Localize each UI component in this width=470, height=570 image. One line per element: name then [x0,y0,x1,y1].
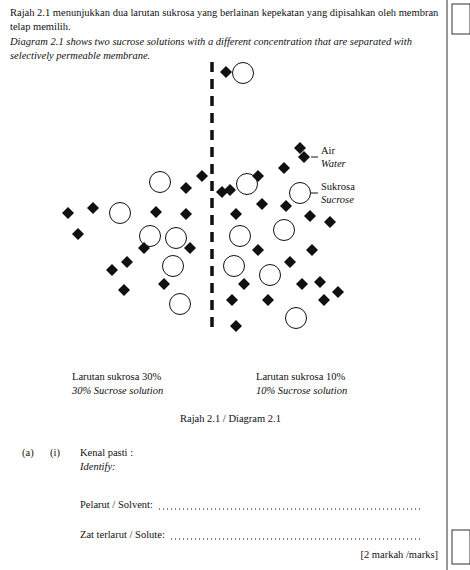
sucrose-circle [170,294,191,315]
water-diamond [256,198,268,210]
water-diamond [87,202,99,214]
water-diamond [72,228,84,240]
question-number: (a) [22,446,34,460]
water-diamond [220,66,232,78]
question-text: Identify: [80,460,116,474]
water-diamond [318,294,330,306]
leader-line [311,157,318,158]
sucrose-circle [233,63,254,84]
sucrose-circle [150,172,171,193]
sucrose-circle [286,308,307,329]
water-diamond [196,170,208,182]
answer-line [159,509,420,510]
water-diamond [298,151,310,163]
sucrose-circle [163,256,184,277]
water-diamond [184,242,196,254]
water-diamond [138,242,150,254]
water-molecules [62,66,344,332]
answer-prompt: Pelarut / Solvent: [80,498,153,512]
sucrose-circle [224,256,245,277]
answer-prompt: Zat terlarut / Solute: [80,528,165,542]
water-diamond [278,162,290,174]
figure-caption: Rajah 2.1 / Diagram 2.1 [180,412,281,426]
sucrose-circle [290,183,311,204]
water-diamond [296,278,308,290]
solution-label: Larutan sukrosa 30% [72,370,161,384]
water-diamond [158,278,170,290]
water-diamond [306,244,318,256]
sucrose-circle [274,220,295,241]
part-label: Sukrosa [321,180,355,194]
sucrose-molecules [110,63,311,329]
solution-label: 30% Sucrose solution [72,384,163,398]
membrane [210,62,214,334]
water-diamond [284,256,296,268]
margin-line [447,0,448,570]
water-diamond [150,206,162,218]
part-label: Sucrose [321,193,354,207]
leader-line [311,193,318,194]
mark-box [452,4,470,34]
intro-text: Diagram 2.1 shows two sucrose solutions … [10,35,442,62]
answer-line [171,539,420,540]
sucrose-circle [260,265,281,286]
solution-label: 10% Sucrose solution [256,384,347,398]
water-diamond [180,182,192,194]
water-diamond [332,286,344,298]
water-diamond [230,208,242,220]
water-diamond [252,170,264,182]
solution-label: Larutan sukrosa 10% [256,370,345,384]
water-diamond [106,264,118,276]
water-diamond [62,207,74,219]
water-diamond [252,244,264,256]
water-diamond [238,278,250,290]
marks-note: [2 markah /marks] [360,548,438,562]
water-diamond [216,186,228,198]
water-diamond [180,208,192,220]
part-label: Air [321,144,335,158]
intro-text: Rajah 2.1 menunjukkan dua larutan sukros… [10,6,442,33]
water-diamond [226,294,238,306]
water-diamond [262,294,274,306]
water-diamond [118,284,130,296]
question-number: (i) [50,446,60,460]
water-diamond [314,276,326,288]
water-diamond [304,210,316,222]
water-diamond [324,216,336,228]
sucrose-circle [110,203,131,224]
question-text: Kenal pasti : [80,446,133,460]
sucrose-circle [230,226,251,247]
water-diamond [121,256,133,268]
mark-box [452,530,470,564]
part-label: Water [321,157,346,171]
sucrose-circle [166,228,187,249]
water-diamond [280,200,292,212]
water-diamond [230,320,242,332]
